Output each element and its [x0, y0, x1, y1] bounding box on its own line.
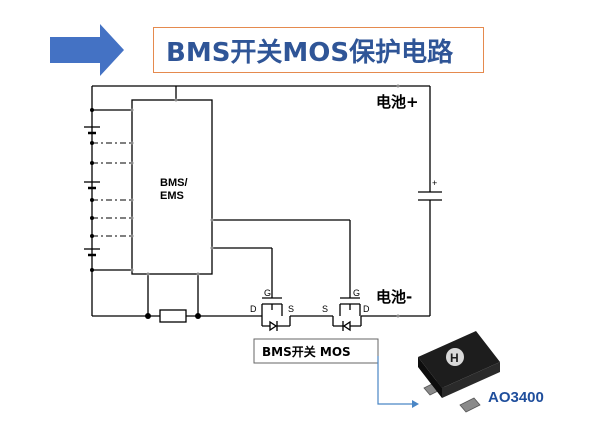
bms-label-line2: EMS	[160, 190, 184, 202]
mos-caption-box	[253, 338, 379, 364]
mos1-pin-s: S	[288, 304, 294, 314]
battery-negative-label: 电池-	[376, 288, 412, 306]
title-text: BMS开关MOS保护电路	[166, 37, 454, 68]
mos2-pin-g: G	[353, 288, 360, 298]
bms-block	[131, 99, 213, 275]
mos1-pin-d: D	[250, 304, 257, 314]
chip-part-number: AO3400	[488, 389, 544, 406]
callout-line	[377, 356, 412, 405]
shunt-resistor	[159, 309, 187, 323]
mos2-pin-s: S	[322, 304, 328, 314]
mosfet-2	[332, 297, 362, 332]
mosfet-1	[261, 297, 291, 332]
bms-label-line1: BMS/	[160, 177, 188, 189]
page-title: BMS开关MOS保护电路	[153, 27, 484, 73]
battery-positive-label: 电池+	[376, 93, 419, 111]
capacitor-plus-sign: +	[432, 178, 437, 188]
chip-logo: H	[450, 351, 459, 365]
mos1-pin-g: G	[264, 288, 271, 298]
mos2-pin-d: D	[363, 304, 370, 314]
mos-caption: BMS开关 MOS	[262, 344, 351, 359]
sot23-chip	[418, 331, 500, 413]
